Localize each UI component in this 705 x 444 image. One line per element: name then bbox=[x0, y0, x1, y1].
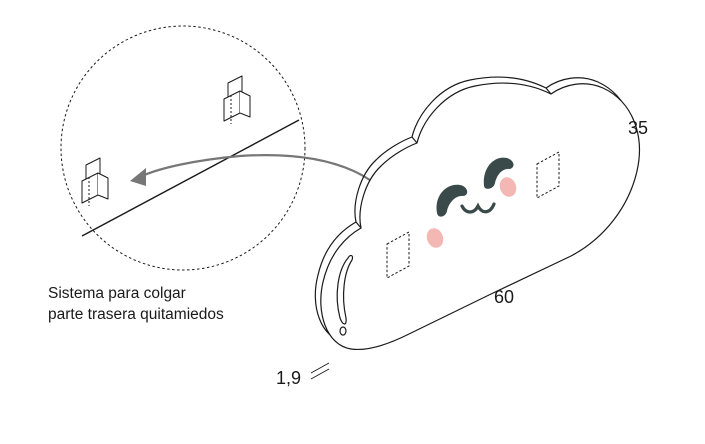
mouth bbox=[460, 202, 496, 214]
dimension-height: 35 bbox=[628, 118, 649, 138]
dimension-thickness: 1,9 bbox=[276, 368, 302, 388]
hanger-marks bbox=[386, 151, 560, 279]
hanger-bracket-lower-icon bbox=[81, 157, 109, 206]
cloud-seam-lines bbox=[355, 87, 552, 229]
detail-circle bbox=[60, 25, 306, 271]
cloud-front-outline bbox=[320, 82, 640, 351]
cloud-panel bbox=[314, 76, 640, 351]
left-cheek bbox=[426, 228, 444, 248]
hanger-bracket-upper-icon bbox=[223, 75, 251, 124]
caption-line-1: Sistema para colgar bbox=[48, 285, 186, 302]
hanger-mark-right bbox=[536, 151, 560, 199]
cloud-edge-groove bbox=[336, 254, 354, 325]
wall-edge-line bbox=[81, 119, 300, 237]
right-cheek bbox=[499, 177, 517, 197]
caption-line-2: parte trasera quitamiedos bbox=[48, 306, 224, 323]
left-eye bbox=[436, 184, 468, 217]
thickness-marker bbox=[310, 362, 330, 380]
hanger-mark-left bbox=[386, 231, 410, 279]
cloud-hole bbox=[339, 326, 347, 336]
cloud-face bbox=[426, 157, 517, 248]
detail-view bbox=[60, 25, 306, 271]
right-eye bbox=[483, 157, 514, 189]
dimension-width: 60 bbox=[494, 287, 515, 307]
